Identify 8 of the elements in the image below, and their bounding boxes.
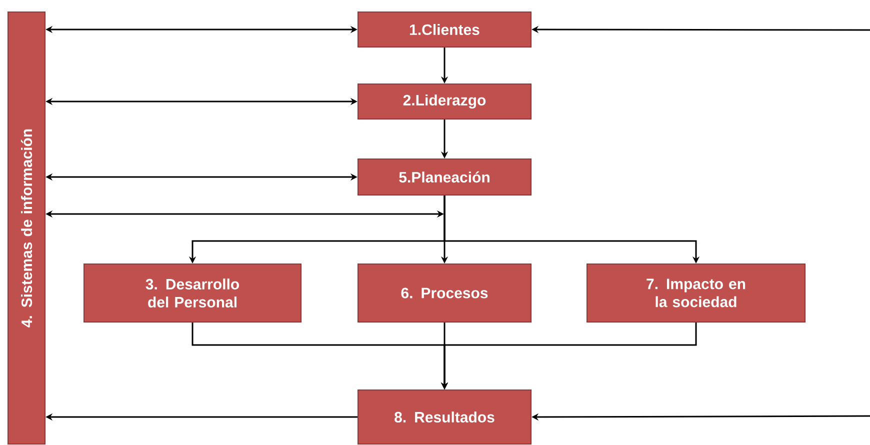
process-box: 2.Liderazgo	[358, 84, 532, 120]
process-box: 6. Procesos	[358, 264, 532, 322]
process-box: 3. Desarrollo del Personal	[84, 264, 302, 322]
process-box: 4. Sistemas de información	[8, 12, 46, 444]
process-box: 5.Planeación	[358, 158, 532, 196]
process-box: 7. Impacto en la sociedad	[586, 264, 806, 322]
process-box: 1.Clientes	[358, 12, 532, 48]
process-box: 8. Resultados	[358, 390, 532, 444]
